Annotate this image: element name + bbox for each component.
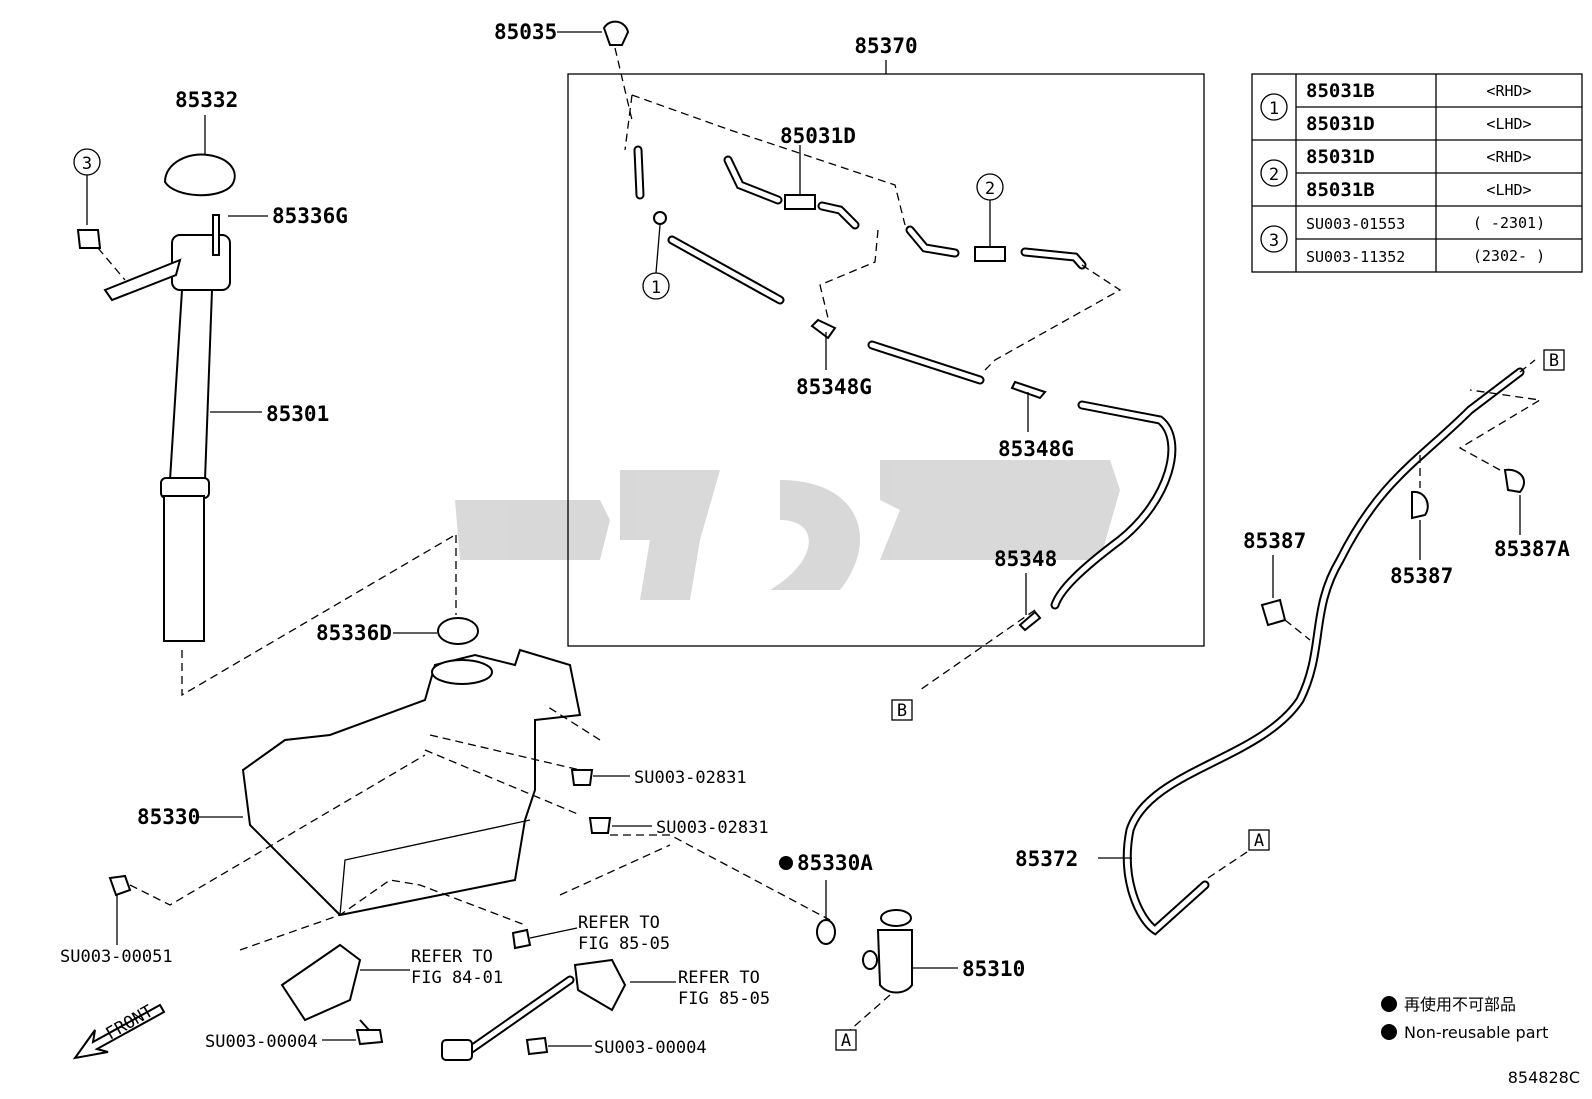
legend-jp: 再使用不可部品 bbox=[1404, 995, 1516, 1014]
reservoir-tank-85330 bbox=[197, 648, 582, 917]
callout-2: 2 bbox=[976, 173, 1004, 247]
clip-85387A bbox=[1458, 389, 1542, 535]
box-a-bottom bbox=[835, 1029, 857, 1051]
front-arrow-icon: FRONT bbox=[72, 1001, 166, 1060]
bullet-icon bbox=[1381, 1024, 1397, 1040]
label-85387A: 85387A bbox=[1494, 537, 1570, 561]
filler-neck-85301 bbox=[103, 214, 262, 642]
label-85387-a: 85387 bbox=[1243, 529, 1306, 553]
cap-85332 bbox=[163, 115, 236, 197]
tank-dashed-lines bbox=[129, 704, 831, 951]
kit-dashed-lines bbox=[624, 94, 1122, 691]
label-su003-00004-b: SU003-00004 bbox=[594, 1038, 707, 1058]
box-a-right bbox=[1248, 829, 1270, 851]
label-85387-b: 85387 bbox=[1390, 564, 1453, 588]
label-su003-02831-b: SU003-02831 bbox=[656, 818, 769, 838]
table-row-note: <LHD> bbox=[1486, 115, 1531, 133]
box-b-top bbox=[1543, 349, 1565, 371]
table-row-note: (2302- ) bbox=[1473, 247, 1545, 265]
hose-network bbox=[633, 145, 1177, 632]
legend: 再使用不可部品 Non-reusable part bbox=[1381, 995, 1548, 1042]
refer-a-line2: FIG 85-05 bbox=[578, 934, 670, 954]
table-row-note: <RHD> bbox=[1486, 148, 1531, 166]
table-row-part: 85031B bbox=[1306, 179, 1375, 201]
refer-a-line1: REFER TO bbox=[578, 913, 660, 933]
table-row-part: 85031B bbox=[1306, 80, 1375, 102]
label-85310: 85310 bbox=[962, 957, 1025, 981]
watermark bbox=[455, 460, 1120, 600]
table-row-part: 85031D bbox=[1306, 146, 1375, 168]
hose-85372 bbox=[1098, 359, 1536, 936]
callout-1: 1 bbox=[642, 224, 670, 300]
label-85031D: 85031D bbox=[780, 124, 856, 148]
pump-85310 bbox=[849, 909, 958, 1031]
clip-85387-b bbox=[1411, 455, 1429, 560]
svg-text:A: A bbox=[841, 1031, 851, 1051]
svg-text:FRONT: FRONT bbox=[103, 1001, 157, 1044]
legend-en: Non-reusable part bbox=[1404, 1023, 1548, 1042]
label-85330A: 85330A bbox=[797, 851, 873, 875]
grommet-85336D bbox=[437, 617, 479, 645]
nozzle-85035 bbox=[557, 20, 633, 121]
svg-text:B: B bbox=[897, 701, 907, 721]
label-85348G-a: 85348G bbox=[796, 375, 872, 399]
drawing-number: 854828C bbox=[1508, 1068, 1580, 1087]
sensor-bracket bbox=[280, 943, 410, 1046]
reference-table: 1 2 3 85031B 85031D 85031D 85031B SU003-… bbox=[1251, 73, 1583, 273]
bolt-su003-02831-a bbox=[570, 769, 630, 786]
grommet-85330A bbox=[779, 856, 836, 945]
bullet-icon bbox=[1381, 996, 1397, 1012]
label-85301: 85301 bbox=[266, 402, 329, 426]
label-85348G-b: 85348G bbox=[998, 437, 1074, 461]
refer-b-line1: REFER TO bbox=[411, 947, 493, 967]
bolt-su003-02831-b bbox=[588, 817, 652, 834]
table-row-part: SU003-01553 bbox=[1306, 215, 1405, 233]
box-b-bottom bbox=[891, 699, 913, 721]
label-85035: 85035 bbox=[494, 20, 557, 44]
table-row-note: ( -2301) bbox=[1473, 214, 1545, 232]
label-85370: 85370 bbox=[854, 34, 917, 58]
table-row-part: 85031D bbox=[1306, 113, 1375, 135]
svg-text:2: 2 bbox=[1269, 165, 1279, 185]
svg-text:3: 3 bbox=[1269, 231, 1279, 251]
level-sensor-harness bbox=[441, 927, 676, 1061]
table-row-part: SU003-11352 bbox=[1306, 248, 1405, 266]
table-row-note: <RHD> bbox=[1486, 82, 1531, 100]
refer-b-line2: FIG 84-01 bbox=[411, 968, 503, 988]
svg-text:2: 2 bbox=[985, 179, 995, 199]
label-su003-00051: SU003-00051 bbox=[60, 947, 173, 967]
svg-text:1: 1 bbox=[1269, 99, 1279, 119]
label-85332: 85332 bbox=[175, 88, 238, 112]
table-row-note: <LHD> bbox=[1486, 181, 1531, 199]
svg-text:B: B bbox=[1549, 351, 1559, 371]
callout-3: 3 bbox=[73, 148, 126, 281]
label-85336D: 85336D bbox=[316, 621, 392, 645]
refer-c-line2: FIG 85-05 bbox=[678, 989, 770, 1009]
nut-su003-00051 bbox=[108, 874, 132, 945]
svg-text:A: A bbox=[1254, 831, 1264, 851]
label-85348: 85348 bbox=[994, 547, 1057, 571]
refer-c-line1: REFER TO bbox=[678, 968, 760, 988]
label-85336G: 85336G bbox=[272, 204, 348, 228]
label-85330: 85330 bbox=[137, 805, 200, 829]
label-su003-00004-a: SU003-00004 bbox=[205, 1032, 318, 1052]
clip-85387-a bbox=[1260, 555, 1311, 641]
svg-text:3: 3 bbox=[82, 154, 92, 174]
label-85372: 85372 bbox=[1015, 847, 1078, 871]
svg-text:1: 1 bbox=[651, 278, 661, 298]
label-su003-02831-a: SU003-02831 bbox=[634, 768, 747, 788]
